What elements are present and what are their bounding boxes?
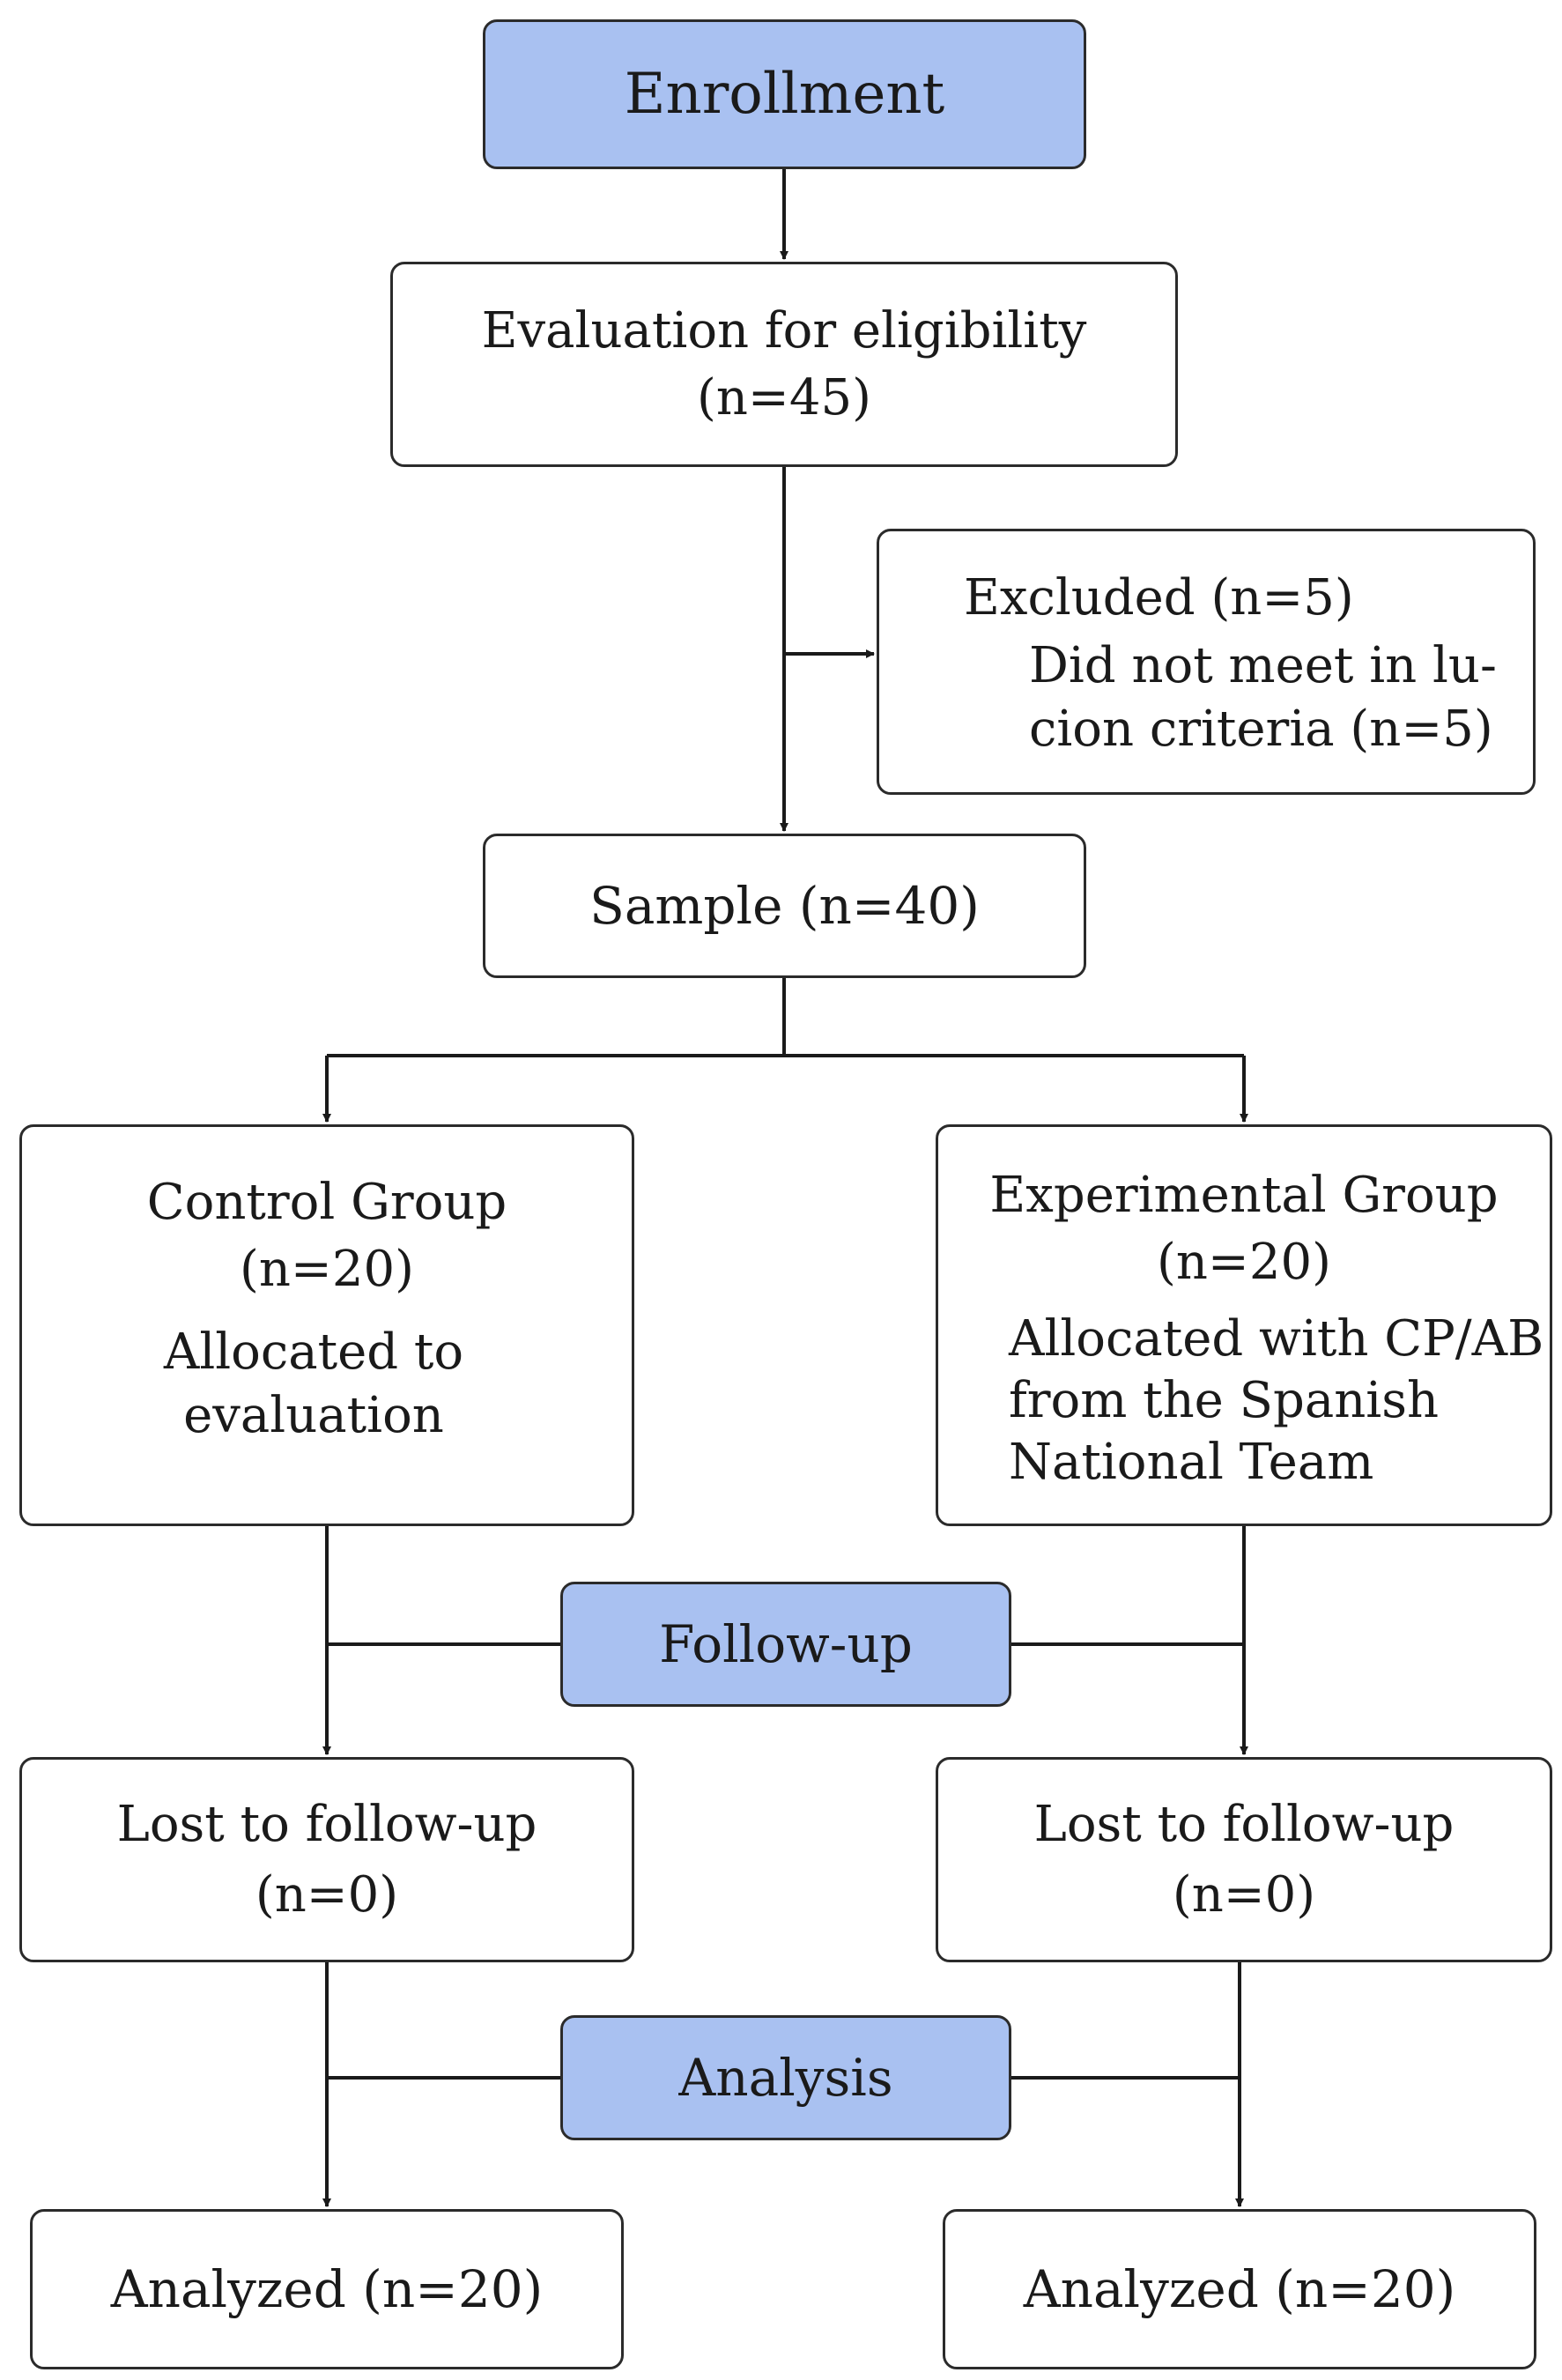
enrollment-stage-box: Enrollment <box>483 19 1086 169</box>
experimental-group-detail-line-2: from the Spanish <box>1009 1372 1440 1429</box>
experimental-analyzed-box: Analyzed (n=20) <box>943 2209 1536 2369</box>
experimental-group-detail-line-3: National Team <box>1009 1434 1374 1491</box>
evaluation-box: Evaluation for eligibility (n=45) <box>390 262 1178 467</box>
control-group-title: Control Group <box>146 1174 507 1231</box>
followup-label: Follow-up <box>659 1614 913 1674</box>
control-lost-to-followup-box: Lost to follow-up (n=0) <box>19 1757 634 1962</box>
sample-box: Sample (n=40) <box>483 834 1086 978</box>
control-group-detail-line-2: evaluation <box>183 1387 444 1444</box>
experimental-group-box: Experimental Group (n=20) Allocated with… <box>936 1124 1552 1526</box>
enrollment-label: Enrollment <box>624 62 945 127</box>
experimental-group-detail-line-1: Allocated with CP/AB <box>1009 1310 1544 1368</box>
excluded-box: Excluded (n=5) Did not meet in lu- cion … <box>877 529 1536 795</box>
experimental-group-spacer <box>938 1296 1550 1309</box>
experimental-group-title: Experimental Group <box>989 1167 1499 1224</box>
excluded-detail-line-1: Did not meet in lu- <box>1029 637 1497 694</box>
control-lost-count: (n=0) <box>255 1865 399 1924</box>
control-analyzed-label: Analyzed (n=20) <box>110 2259 544 2319</box>
excluded-detail-line-2: cion criteria (n=5) <box>1029 701 1493 758</box>
experimental-lost-count: (n=0) <box>1172 1865 1316 1924</box>
excluded-title: Excluded (n=5) <box>964 569 1354 627</box>
followup-stage-box: Follow-up <box>560 1582 1011 1707</box>
experimental-lost-title: Lost to follow-up <box>1033 1795 1455 1853</box>
control-group-detail-line-1: Allocated to <box>163 1323 464 1381</box>
control-group-box: Control Group (n=20) Allocated to evalua… <box>19 1124 634 1526</box>
evaluation-title: Evaluation for eligibility <box>481 301 1087 360</box>
analysis-label: Analysis <box>678 2048 893 2108</box>
control-analyzed-box: Analyzed (n=20) <box>30 2209 624 2369</box>
control-lost-title: Lost to follow-up <box>116 1795 537 1853</box>
experimental-group-count: (n=20) <box>1157 1234 1331 1291</box>
analysis-stage-box: Analysis <box>560 2015 1011 2140</box>
experimental-analyzed-label: Analyzed (n=20) <box>1023 2259 1456 2319</box>
control-group-count: (n=20) <box>240 1241 414 1298</box>
experimental-lost-to-followup-box: Lost to follow-up (n=0) <box>936 1757 1552 1962</box>
sample-label: Sample (n=40) <box>589 876 980 936</box>
evaluation-count: (n=45) <box>697 368 871 426</box>
